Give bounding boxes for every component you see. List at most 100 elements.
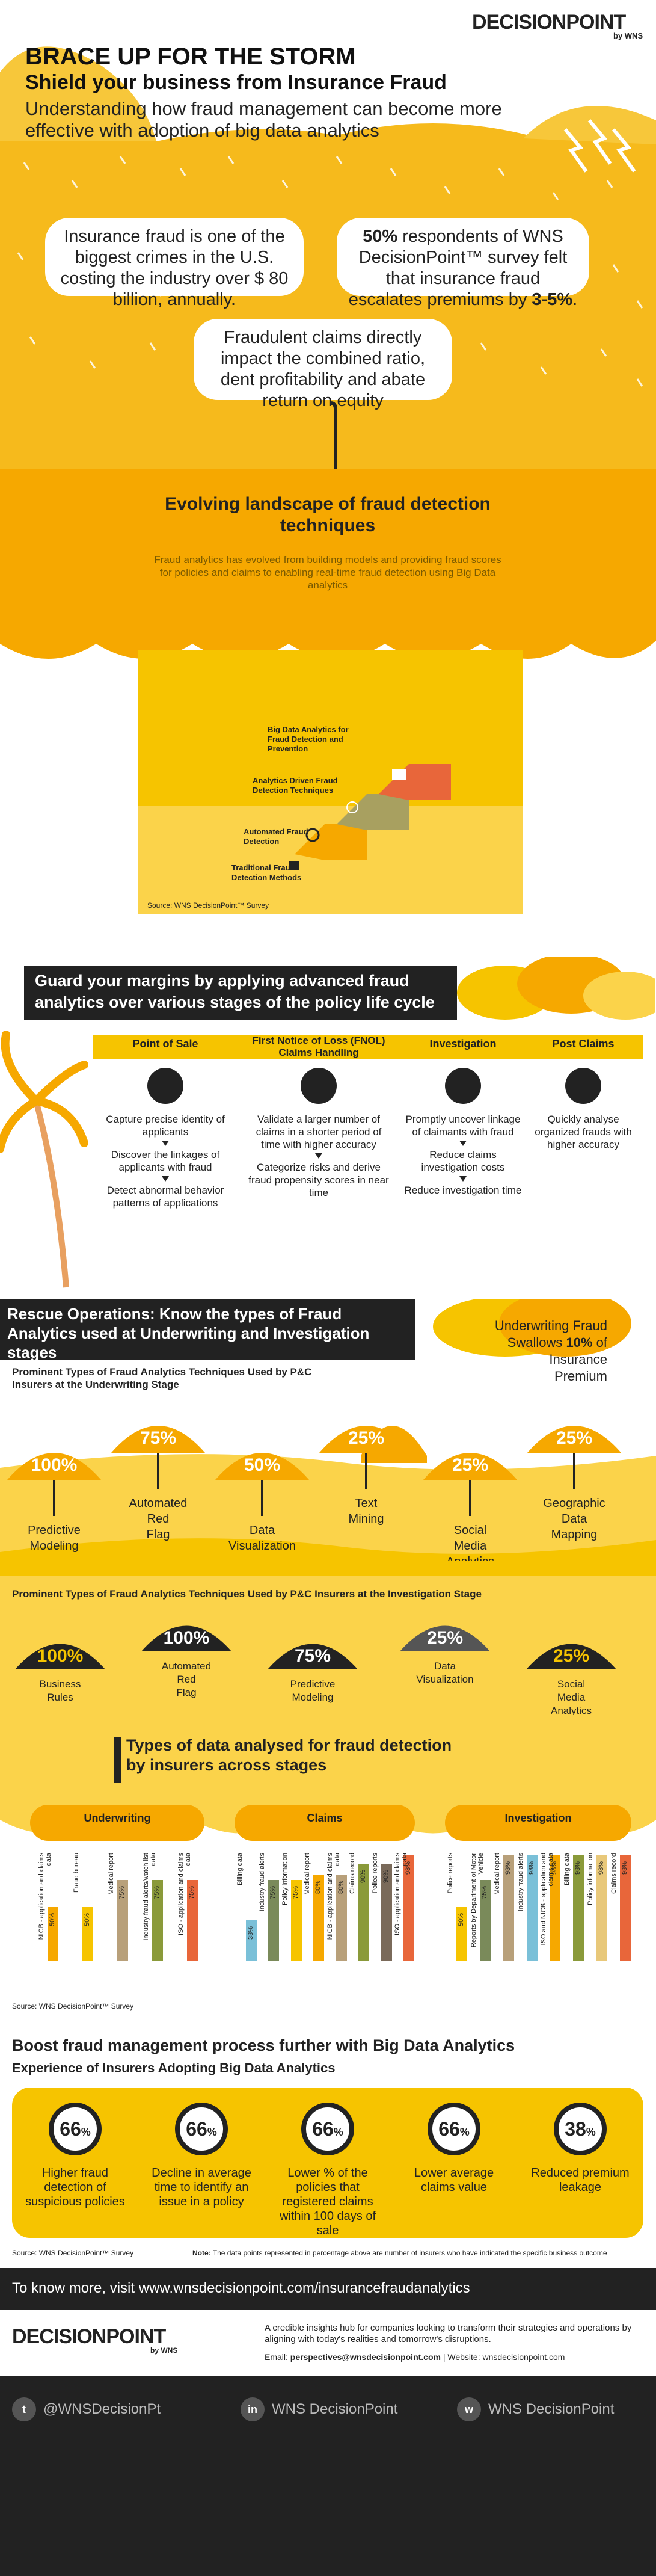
stage-items-investigation: Promptly uncover linkage of claimants wi… [403,1113,523,1197]
footer-email-link[interactable]: perspectives@wnsdecisionpoint.com [290,2352,441,2362]
bar-value: 98% [527,1861,535,1875]
boost-pct: 66 [438,2118,460,2140]
wns-icon: w [457,2397,481,2421]
bar [336,1875,347,1961]
bar-label: Policy information [281,1853,289,1905]
boost-label: Lower % of the policies that registered … [279,2166,376,2237]
bar-label: NICB - application and claims data [326,1853,341,1940]
boost-circle: 66% [301,2103,354,2155]
bar [503,1855,514,1961]
boost-label: Lower average claims value [414,2166,494,2194]
umbrella-label: Rules [47,1692,73,1703]
umbrella-label: Media [454,1539,487,1553]
umbrella-pct: 75% [140,1428,176,1448]
bar [82,1907,93,1961]
umbrella-canopy [0,469,656,914]
step-bigdata-shape [379,764,451,800]
step-traditional-shape [277,854,325,878]
bar [526,1855,538,1961]
margins-title: Guard your margins by applying advanced … [35,972,435,1011]
umbrella-pct: 25% [427,1628,463,1648]
evolving-description: Fraud analytics has evolved from buildin… [154,554,501,591]
bar-label: Medical report [108,1853,115,1895]
page-subtitle: Shield your business from Insurance Frau… [25,71,447,94]
boost-unit: % [207,2126,217,2138]
footer-about: A credible insights hub for companies lo… [265,2323,632,2344]
types-title: Types of data analysed for fraud detecti… [126,1736,452,1774]
types-background [0,1715,656,1834]
palm-tree-graphic [0,1031,88,1288]
umbrella-label: Red [147,1512,170,1526]
bar-value: 98% [597,1861,605,1875]
umbrella-canopy [527,1426,621,1453]
bar-label: ISO and NICB - application and claims da… [540,1853,555,1946]
underwriting-swallows: Underwriting Fraud Swallows 10% of Insur… [494,1318,607,1384]
umbrella-canopy [15,1644,105,1669]
bar-value: 75% [292,1885,299,1899]
umbrella-label: Mining [349,1512,384,1526]
investigation-icon [445,1068,481,1104]
underwriting-subtitle: Prominent Types of Fraud Analytics Techn… [12,1366,312,1390]
brand-by: by WNS [613,31,643,40]
down-arrow-icon [459,1141,467,1146]
stage-header-bar [93,1035,643,1059]
storm-clouds-graphic [457,957,655,1020]
umbrella-canopy [319,1426,413,1453]
bar [245,1920,257,1961]
bar [290,1880,302,1961]
boost-circle: 66% [49,2103,102,2155]
footer-website-link[interactable]: wnsdecisionpoint.com [482,2352,565,2362]
rescue-title: Rescue Operations: Know the types of Fra… [7,1305,370,1361]
bar [358,1864,370,1961]
step-label-bigdata: Big Data Analytics for Fraud Detection a… [268,725,349,753]
magnifier-icon [305,828,320,842]
group-cloud [445,1805,631,1841]
types-section: Types of data analysed for fraud detecti… [0,1715,656,2021]
umbrella-canopy [215,1453,309,1480]
margins-section: Guard your margins by applying advanced … [0,938,656,1299]
page-title: BRACE UP FOR THE STORM [25,43,356,70]
stage-name-fnol: First Notice of Loss (FNOL) Claims Handl… [252,1035,385,1058]
bar-label: ISO - application and claims data [177,1853,192,1935]
types-source: Source: WNS DecisionPoint™ Survey [12,2002,134,2011]
footer-more-link[interactable]: To know more, visit www.wnsdecisionpoint… [12,2280,470,2296]
umbrella-label: Data [434,1660,456,1672]
page-intro: Understanding how fraud management can b… [25,98,502,141]
umbrella-label: Business [40,1678,81,1690]
down-arrow-icon [459,1176,467,1182]
storm-background [0,0,656,469]
step-automated-shape [295,824,367,860]
umbrella-label: Analytics [446,1555,494,1561]
bar [456,1907,468,1961]
types-title-accent [114,1737,121,1783]
umbrella-pct: 25% [348,1428,384,1448]
post-claims-icon [565,1068,601,1104]
cloud-fact-cost: Insurance fraud is one of the biggest cr… [45,218,304,309]
social-link[interactable]: t@WNSDecisionPt [12,2394,161,2424]
boost-source: Source: WNS DecisionPoint™ Survey [12,2249,134,2257]
bar-value: 90% [382,1869,390,1883]
bar-label: Police reports [447,1853,455,1894]
boost-label: Higher fraud detection of suspicious pol… [25,2166,125,2208]
footer-about-panel [0,2310,656,2376]
umbrella-label: Predictive [28,1524,81,1537]
investigation-subtitle: Prominent Types of Fraud Analytics Techn… [12,1588,482,1600]
bar [596,1855,607,1961]
evolution-steps-graphic [277,764,451,878]
boost-unit: % [333,2126,343,2138]
boost-note: Note: The data points represented in per… [192,2249,607,2257]
boost-pct: 66 [312,2118,334,2140]
umbrella-label: Modeling [29,1539,78,1553]
bar-label: Billing data [236,1853,244,1885]
boost-pct: 66 [186,2118,207,2140]
umbrella-label: Mapping [551,1528,598,1541]
